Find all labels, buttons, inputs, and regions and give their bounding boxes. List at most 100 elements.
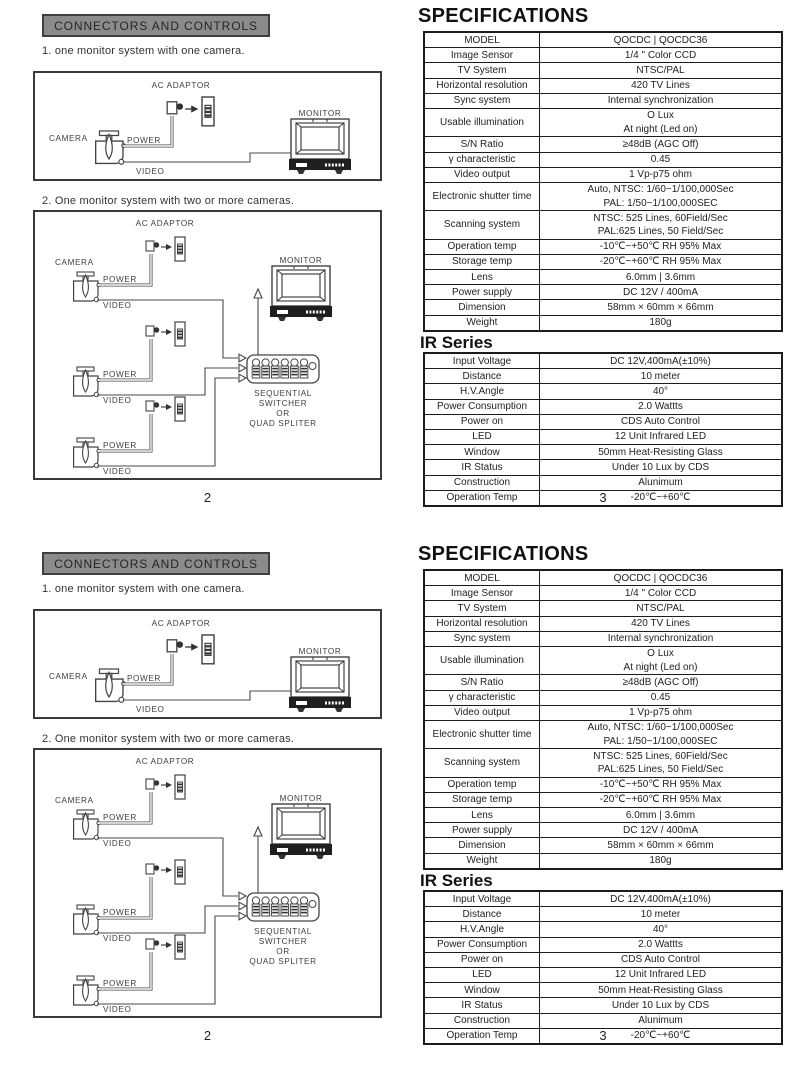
arrow-up-icon bbox=[253, 287, 263, 299]
camera-icon bbox=[72, 271, 101, 303]
row-label: Usable illumination bbox=[423, 645, 540, 676]
monitor-icon bbox=[269, 803, 333, 860]
row-value: ≥48dB (AGC Off) bbox=[539, 136, 783, 153]
row-value: CDS Auto Control bbox=[539, 951, 783, 968]
row-label: Power supply bbox=[423, 284, 540, 301]
row-label: Window bbox=[423, 982, 540, 999]
row-label: Power on bbox=[423, 951, 540, 968]
power-label: POWER bbox=[127, 136, 161, 145]
row-value: -20℃~+60℃ RH 95% Max bbox=[539, 791, 783, 809]
row-label: IR Status bbox=[423, 997, 540, 1014]
row-value: O Lux At night (Led on) bbox=[539, 107, 783, 138]
monitor-icon bbox=[269, 265, 333, 322]
row-value: ≥48dB (AGC Off) bbox=[539, 674, 783, 691]
specifications-title: SPECIFICATIONS bbox=[418, 5, 589, 27]
row-label: Input Voltage bbox=[423, 352, 540, 370]
monitor-label: MONITOR bbox=[299, 647, 342, 656]
row-label: Usable illumination bbox=[423, 107, 540, 138]
list-item-one-camera: 1. one monitor system with one camera. bbox=[42, 583, 245, 595]
diagram-one-camera-svg: AC ADAPTOR CAMERA POWER VIDEO MONITOR bbox=[49, 81, 352, 176]
table-row: Operation Temp-20℃~+60℃ bbox=[423, 1027, 783, 1045]
row-value: Internal synchronization bbox=[539, 630, 783, 647]
row-value: 1/4 " Color CCD bbox=[539, 47, 783, 64]
row-label: TV System bbox=[423, 62, 540, 79]
switcher-label-line1: SEQUENTIAL bbox=[254, 389, 312, 398]
row-value: NTSC: 525 Lines, 60Field/Sec PAL:625 Lin… bbox=[539, 210, 783, 240]
row-value: QOCDC | QOCDC36 bbox=[539, 31, 783, 49]
switcher-label-line4: QUAD SPLITER bbox=[249, 957, 316, 966]
row-label: Sync system bbox=[423, 630, 540, 647]
diagram-multi-camera-svg: AC ADAPTOR CAMERA POWER POWER POWER VIDE… bbox=[55, 757, 333, 1014]
table-row: S/N Ratio≥48dB (AGC Off) bbox=[423, 674, 783, 691]
row-label: Scanning system bbox=[423, 748, 540, 778]
list-item-more-cameras: 2. One monitor system with two or more c… bbox=[42, 195, 295, 207]
row-value: 12 Unit Infrared LED bbox=[539, 428, 783, 446]
diagram-one-camera-svg: AC ADAPTOR CAMERA POWER VIDEO MONITOR bbox=[49, 619, 352, 714]
video-label: VIDEO bbox=[136, 167, 164, 176]
row-label: S/N Ratio bbox=[423, 136, 540, 153]
video-label: VIDEO bbox=[103, 839, 131, 848]
page-number-right: 3 bbox=[599, 490, 607, 505]
row-value: O Lux At night (Led on) bbox=[539, 645, 783, 676]
row-label: Window bbox=[423, 444, 540, 461]
ac-adaptor-label: AC ADAPTOR bbox=[136, 219, 195, 228]
row-value: Auto, NTSC: 1/60~1/100,000Sec PAL: 1/50~… bbox=[539, 719, 783, 750]
table-row: S/N Ratio≥48dB (AGC Off) bbox=[423, 136, 783, 153]
power-label: POWER bbox=[103, 370, 137, 379]
row-value: -20℃~+60℃ RH 95% Max bbox=[539, 253, 783, 271]
switcher-label-line2: SWITCHER bbox=[259, 937, 307, 946]
video-label: VIDEO bbox=[136, 705, 164, 714]
row-value: -10℃~+50℃ RH 95% Max bbox=[539, 238, 783, 255]
row-label: Lens bbox=[423, 268, 540, 286]
row-label: H.V.Angle bbox=[423, 383, 540, 400]
row-value: 1 Vp-p75 ohm bbox=[539, 166, 783, 183]
row-value: Auto, NTSC: 1/60~1/100,000Sec PAL: 1/50~… bbox=[539, 181, 783, 212]
video-cable bbox=[97, 915, 238, 1005]
row-label: Image Sensor bbox=[423, 585, 540, 602]
row-label: Construction bbox=[423, 1012, 540, 1029]
power-cable-core bbox=[99, 254, 152, 286]
page-number-left: 2 bbox=[203, 490, 212, 505]
table-row: Operation Temp-20℃~+60℃ bbox=[423, 489, 783, 507]
row-label: Power supply bbox=[423, 822, 540, 839]
row-label: Construction bbox=[423, 474, 540, 491]
row-value: Under 10 Lux by CDS bbox=[539, 997, 783, 1014]
video-label: VIDEO bbox=[103, 396, 131, 405]
row-value: 58mm × 60mm × 66mm bbox=[539, 299, 783, 316]
arrow-icon bbox=[238, 363, 247, 373]
power-label: POWER bbox=[103, 908, 137, 917]
row-value: 2.0 Wattts bbox=[539, 398, 783, 415]
connectors-header-label: CONNECTORS AND CONTROLS bbox=[54, 18, 258, 33]
video-cable bbox=[97, 377, 238, 467]
row-value: DC 12V / 400mA bbox=[539, 822, 783, 839]
table-row: Operation temp-10℃~+50℃ RH 95% Max bbox=[423, 776, 783, 793]
row-value: NTSC: 525 Lines, 60Field/Sec PAL:625 Lin… bbox=[539, 748, 783, 778]
row-value: 10 meter bbox=[539, 906, 783, 923]
camera-label: CAMERA bbox=[55, 796, 94, 805]
row-label: Storage temp bbox=[423, 791, 540, 809]
list-item-more-cameras: 2. One monitor system with two or more c… bbox=[42, 733, 295, 745]
video-cable bbox=[97, 905, 238, 934]
row-value: Alunimum bbox=[539, 474, 783, 491]
switcher-label-line4: QUAD SPLITER bbox=[249, 419, 316, 428]
power-label: POWER bbox=[103, 979, 137, 988]
row-label: Image Sensor bbox=[423, 47, 540, 64]
